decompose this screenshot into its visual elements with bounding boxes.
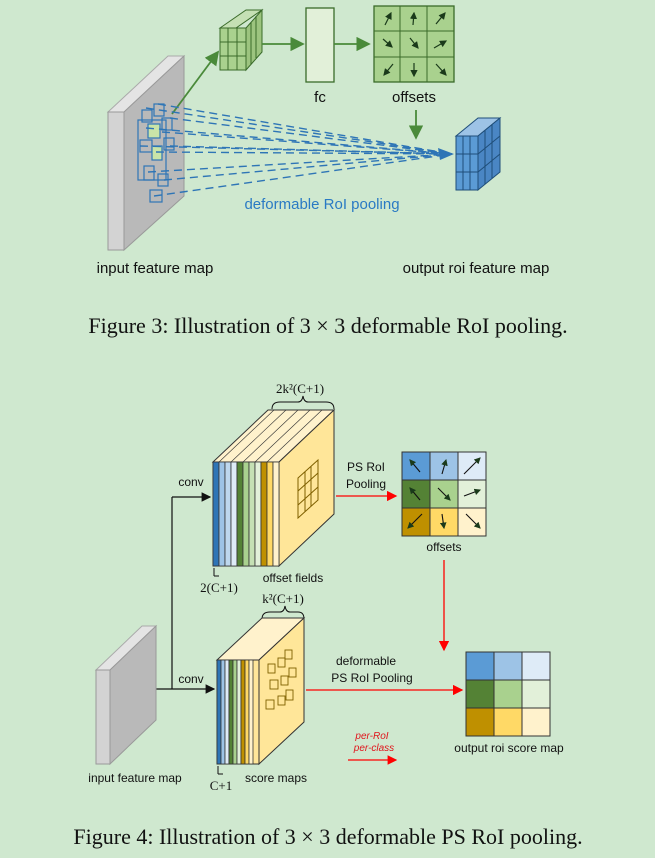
figure3: fc offsets [88,5,568,338]
output-score-map-grid [465,651,551,737]
conv-bottom-label: conv [178,672,203,686]
input-feature-map-slab [106,54,186,252]
pooling-dashed-lines [139,103,453,197]
offsets-grid [373,5,455,83]
roi-to-grid-arrow [171,50,220,115]
offset-fields-label: offset fields [263,571,323,585]
deform-label-2: PS RoI Pooling [331,671,412,685]
score-maps-label: score maps [245,771,307,785]
offsets-label: offsets [392,89,436,106]
fig4-input-slab [94,624,158,766]
score-dim-label: C+1 [210,778,233,793]
fig3-output-label: output roi feature map [403,260,550,277]
fc-label: fc [314,89,326,106]
score-maps-stack [215,616,306,766]
deform-label-1: deformable [336,654,396,668]
ps-roi-label-1: PS RoI [347,460,385,474]
per-roi-label: per-RoI [354,731,388,742]
fc-box [305,7,335,83]
pooling-arrowhead [438,148,454,160]
offset-dim-label: 2(C+1) [200,580,238,595]
top-brace [271,395,335,410]
conv-top-label: conv [178,475,203,489]
per-class-label: per-class [353,743,394,754]
score-dim-top-label: k²(C+1) [262,591,304,606]
fig4-offsets-label: offsets [426,540,461,554]
fig4-input-label: input feature map [88,771,182,785]
figure3-caption: Figure 3: Illustration of 3 × 3 deformab… [88,313,567,338]
ps-roi-label-2: Pooling [346,477,386,491]
top-dim-label: 2k²(C+1) [276,381,324,396]
figure4-caption: Figure 4: Illustration of 3 × 3 deformab… [73,824,582,849]
score-brace [261,605,305,620]
deformable-roi-pooling-label: deformable RoI pooling [244,196,399,213]
fig4-output-label: output roi score map [454,741,564,755]
fig4-offsets-grid [401,451,487,537]
figure4: 2k²(C+1) [73,381,582,849]
output-roi-cube [454,116,502,192]
fig3-input-label: input feature map [97,260,214,277]
offset-fields-stack [211,408,336,568]
pooled-grid-cube [218,8,264,72]
